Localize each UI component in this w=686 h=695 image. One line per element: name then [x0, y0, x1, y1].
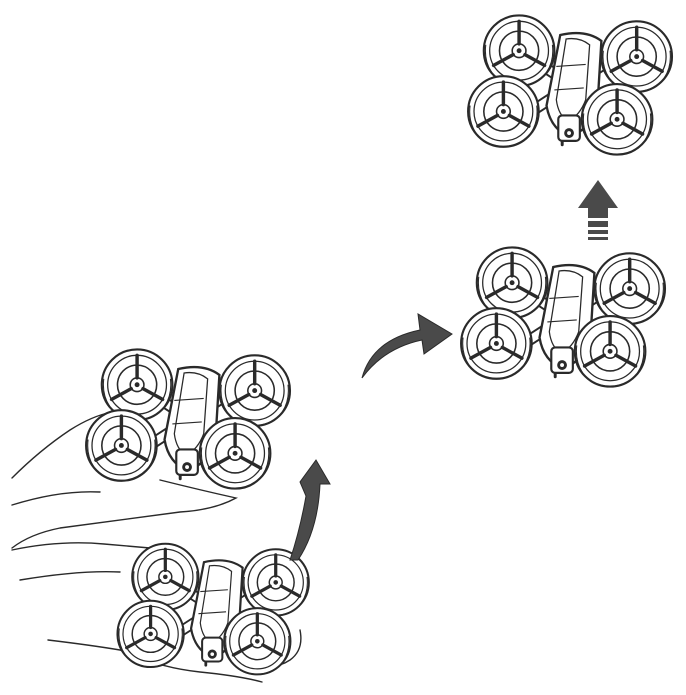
drone-ascending	[468, 15, 672, 154]
up-arrow-icon	[578, 180, 618, 240]
curved-arrow-icon	[290, 460, 330, 560]
drone-in-hand-raised	[12, 349, 290, 548]
curved-arrow-icon	[362, 314, 452, 378]
drone-in-hand-start	[12, 543, 309, 682]
drone-hovering	[461, 247, 665, 386]
